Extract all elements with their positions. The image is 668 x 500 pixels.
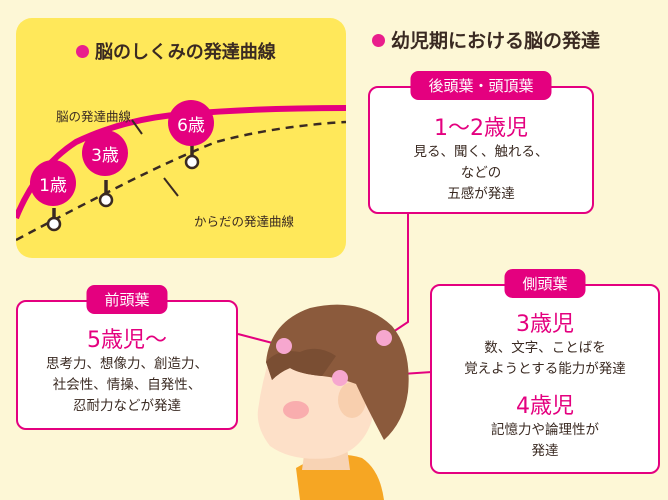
card-occipital-parietal: 後頭葉・頭頂葉 1〜2歳児 見る、聞く、触れる、 などの 五感が発達 [368,71,594,214]
card-desc-line: 記憶力や論理性が [491,422,599,438]
connector-occipital [383,214,409,339]
age-marker-1: 1歳 [30,160,76,206]
card-tag: 側頭葉 [504,269,586,298]
card-desc-line: 思考力、想像力、創造力、 [46,356,208,372]
cheek-blush [283,401,309,419]
card-temporal: 側頭葉 3歳児 数、文字、ことばを 覚えようとする能力が発達 4歳児 記憶力や論… [430,269,660,474]
card-age-3: 3歳児 [516,312,574,337]
occipital-dot [376,330,392,346]
card-tag: 前頭葉 [86,285,168,314]
card-desc-line: 見る、聞く、触れる、 [413,144,549,160]
card-frontal: 前頭葉 5歳児〜 思考力、想像力、創造力、 社会性、情操、自発性、 忍耐力などが… [16,285,238,430]
bullet-icon [372,34,385,47]
card-desc-line: 社会性、情操、自発性、 [52,377,202,393]
card-age: 1〜2歳児 [434,116,528,141]
age-marker-6: 6歳 [168,100,214,146]
main-title: 幼児期における脳の発達 [372,26,600,53]
curve-panel-title: 脳のしくみの発達曲線 [76,38,276,64]
card-age: 5歳児〜 [87,328,167,353]
card-desc-line: などの [460,165,502,181]
card-age-4: 4歳児 [516,394,574,419]
card-desc-line: 覚えようとする能力が発達 [464,361,626,377]
age-marker-3: 3歳 [82,130,128,176]
card-desc-line: 忍耐力などが発達 [73,398,181,414]
growth-curve-panel: 脳のしくみの発達曲線 脳の発達曲線 からだの発達曲線 1歳 3歳 6歳 [16,18,346,258]
card-desc-line: 五感が発達 [447,186,515,202]
body-curve-label: からだの発達曲線 [194,214,295,229]
frontal-dot [276,338,292,354]
card-desc-line: 数、文字、ことばを [484,340,606,356]
temporal-dot [332,370,348,386]
bullet-icon [76,45,89,58]
card-desc-line: 発達 [531,443,559,459]
brain-curve-label: 脳の発達曲線 [56,109,132,124]
card-tag: 後頭葉・頭頂葉 [410,71,552,100]
body-development-curve [16,120,346,242]
